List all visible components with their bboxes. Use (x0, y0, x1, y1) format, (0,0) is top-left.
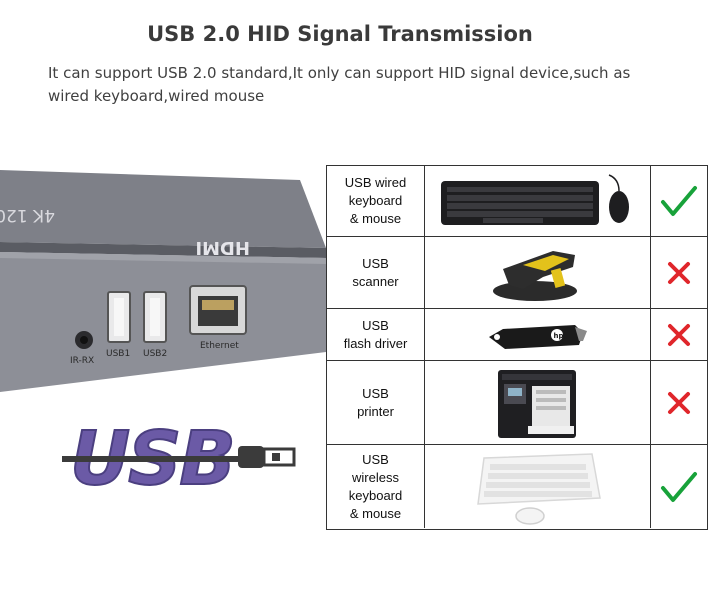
port-label-ethernet: Ethernet (200, 341, 239, 351)
device-type-label: USB flash driver (327, 309, 425, 360)
cross-icon (651, 309, 707, 360)
check-icon (651, 445, 707, 528)
label-printer-icon (425, 361, 651, 444)
table-row: USB flash driver hp (327, 308, 707, 360)
port-label-usb1: USB1 (106, 349, 130, 359)
table-row: USB wired keyboard & mouse (327, 166, 707, 236)
device-type-label: USB scanner (327, 237, 425, 308)
flash-drive-icon: hp (425, 309, 651, 360)
hdmi-extender-device: 4K 120M K HDMI IR-RX USB1 USB2 Ethernet (0, 170, 326, 392)
usb-logo: USB (62, 415, 296, 502)
device-type-label: USB printer (327, 361, 425, 444)
device-type-label: USB wireless keyboard & mouse (327, 445, 425, 528)
table-row: USB printer (327, 360, 707, 444)
description: It can support USB 2.0 standard,It only … (48, 64, 631, 105)
device-model-label: 4K 120M K (0, 205, 55, 225)
port-label-usb2: USB2 (143, 349, 167, 359)
device-type-label: USB wired keyboard & mouse (327, 166, 425, 236)
page-title: USB 2.0 HID Signal Transmission (147, 22, 533, 46)
table-row: USB wireless keyboard & mouse (327, 444, 707, 528)
compatibility-table: USB wired keyboard & mouse (326, 165, 708, 530)
table-row: USB scanner (327, 236, 707, 308)
cross-icon (651, 361, 707, 444)
barcode-scanner-icon (425, 237, 651, 308)
port-label-ir-rx: IR-RX (70, 356, 94, 366)
svg-text:hp: hp (553, 332, 563, 340)
keyboard-mouse-icon (425, 166, 651, 236)
check-icon (651, 166, 707, 236)
device-brand-label: HDMI (195, 237, 250, 258)
wireless-keyboard-mouse-icon (425, 445, 651, 528)
cross-icon (651, 237, 707, 308)
